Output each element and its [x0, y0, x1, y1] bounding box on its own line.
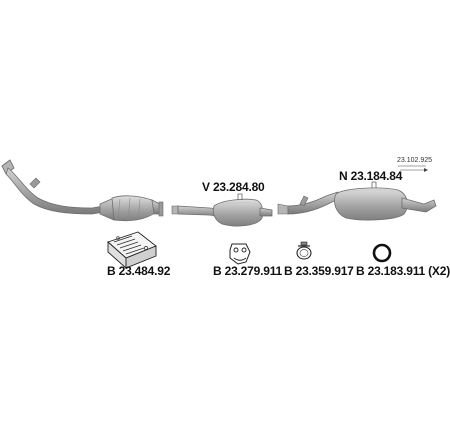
sealing-ring-icon — [372, 243, 392, 263]
middle-silencer-code: V 23.284.80 — [202, 180, 265, 194]
sealing-ring-code: B 23.183.911 (X2) — [356, 264, 450, 278]
diagram-canvas — [1, 159, 437, 270]
pipe-clamp-icon — [296, 241, 312, 260]
rear-silencer-subpart-code: 23.102.925 — [397, 157, 433, 164]
exhaust-system-diagram: V 23.284.80 N 23.184.84 23.102.925 B 23.… — [1, 157, 450, 278]
mounting-kit-code: B 23.484.92 — [107, 264, 171, 278]
middle-silencer-icon — [171, 193, 273, 227]
rear-silencer-code: N 23.184.84 — [339, 169, 403, 183]
pipe-clamp-code: B 23.359.917 — [284, 264, 354, 278]
mounting-kit-box-icon — [107, 231, 157, 270]
rubber-hanger-icon — [229, 243, 251, 265]
rubber-hanger-code: B 23.279.911 — [213, 264, 282, 278]
catalytic-converter-pipe-icon — [1, 159, 164, 222]
subpart-leader-icon — [398, 165, 428, 172]
rear-silencer-icon — [277, 181, 437, 221]
